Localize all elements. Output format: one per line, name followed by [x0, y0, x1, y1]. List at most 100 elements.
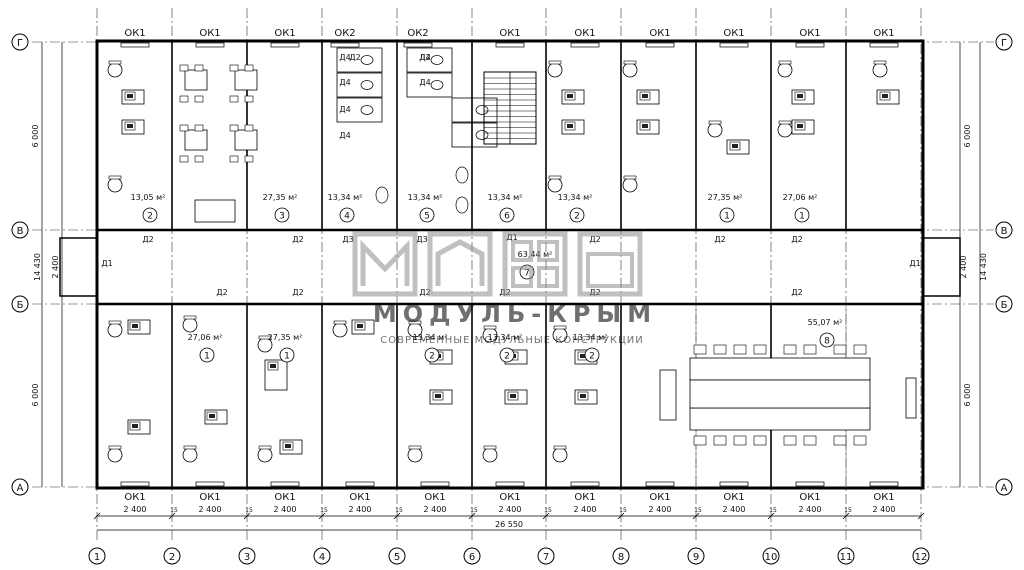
- seat: [713, 435, 727, 446]
- computer: [564, 91, 576, 101]
- axis-bubble: [238, 547, 256, 565]
- toilet-stall: [336, 47, 383, 73]
- dim-gap: 15: [470, 507, 478, 514]
- chair: [407, 320, 423, 338]
- door-label: Д2: [589, 235, 600, 244]
- chair: [182, 315, 198, 333]
- room-area: 27,35 м²: [263, 193, 298, 202]
- computer: [206, 411, 218, 421]
- room-number: 2: [574, 212, 580, 222]
- logo-box: [586, 252, 634, 288]
- sink: [455, 196, 469, 214]
- axis-bubble: [537, 547, 555, 565]
- dim-value: 2 400: [349, 505, 372, 514]
- window-label: ОК1: [873, 28, 894, 39]
- door-label: Д4: [339, 53, 350, 62]
- seat: [194, 95, 204, 103]
- computer: [794, 121, 806, 131]
- window-mark: [570, 481, 600, 487]
- room-number-bubble: [419, 207, 435, 223]
- room-number-bubble: [424, 347, 440, 363]
- toilet-bowl: [475, 130, 489, 140]
- door-label: Д3: [342, 235, 353, 244]
- toilet-stall: [406, 72, 453, 98]
- chair: [777, 120, 793, 138]
- door-label: Д1: [909, 259, 920, 268]
- room-number: 2: [147, 212, 153, 222]
- chair: [407, 445, 423, 463]
- window-label: ОК1: [274, 28, 295, 39]
- room-area: 27,35 м²: [708, 193, 743, 202]
- desk: [234, 129, 258, 151]
- room-area: 13,05 м²: [131, 193, 166, 202]
- computer: [124, 91, 136, 101]
- door-label: Д3: [416, 235, 427, 244]
- window-label: ОК2: [334, 28, 355, 39]
- seat: [783, 344, 797, 355]
- dim-tick: [393, 512, 401, 520]
- room-number-bubble: [719, 207, 735, 223]
- window-mark: [420, 481, 450, 487]
- window-mark: [645, 42, 675, 48]
- window-mark: [495, 481, 525, 487]
- room-number-bubble: [584, 347, 600, 363]
- room-number-bubble: [569, 207, 585, 223]
- logo-block: [577, 231, 643, 297]
- chair: [622, 60, 638, 78]
- window-mark: [719, 481, 749, 487]
- window-label: ОК1: [199, 492, 220, 503]
- dim-tick: [243, 512, 251, 520]
- door-label: Д4: [339, 105, 350, 114]
- door-label: Д1: [101, 259, 112, 268]
- logo-grid: [511, 266, 533, 288]
- dim-gap: 15: [320, 507, 328, 514]
- room-number: 2: [504, 352, 510, 362]
- seat: [179, 155, 189, 163]
- window-mark: [495, 42, 525, 48]
- dim-value-vertical: 6 000: [31, 125, 40, 148]
- desk: [659, 369, 677, 421]
- seat: [179, 64, 189, 72]
- door-label: Д2: [714, 235, 725, 244]
- room-number-bubble: [142, 207, 158, 223]
- computer: [267, 361, 279, 371]
- logo-block: [427, 231, 493, 297]
- door-label: Д4: [339, 78, 350, 87]
- window-mark: [120, 481, 150, 487]
- room-number-bubble: [499, 347, 515, 363]
- window-mark: [403, 42, 433, 48]
- chair: [107, 320, 123, 338]
- window-label: ОК1: [124, 28, 145, 39]
- window-mark: [330, 42, 360, 48]
- axis-bubble: [762, 547, 780, 565]
- logo-m: [360, 239, 410, 286]
- dim-value: 2 400: [649, 505, 672, 514]
- toilet-bowl: [430, 80, 444, 90]
- chair: [547, 60, 563, 78]
- room-number-bubble: [819, 332, 835, 348]
- desk: [234, 69, 258, 91]
- desk: [184, 69, 208, 91]
- logo-house: [435, 239, 485, 286]
- room-number: 2: [589, 352, 595, 362]
- window-label: ОК1: [723, 28, 744, 39]
- axis-label: 7: [543, 552, 549, 563]
- watermark-glyphs: [352, 231, 643, 297]
- axis-label: 1: [94, 552, 100, 563]
- seat: [803, 435, 817, 446]
- window-mark: [869, 481, 899, 487]
- axis-bubble: [88, 547, 106, 565]
- row-label: В: [1001, 226, 1008, 237]
- computer: [639, 121, 651, 131]
- door-label: Д4: [339, 131, 350, 140]
- seat: [194, 124, 204, 132]
- window-label: ОК1: [499, 492, 520, 503]
- window-mark: [195, 42, 225, 48]
- desk: [184, 129, 208, 151]
- chair: [332, 320, 348, 338]
- toilet-stall: [336, 97, 383, 123]
- seat: [833, 435, 847, 446]
- row-bubble: [11, 221, 29, 239]
- dim-value-vertical: 6 000: [963, 125, 972, 148]
